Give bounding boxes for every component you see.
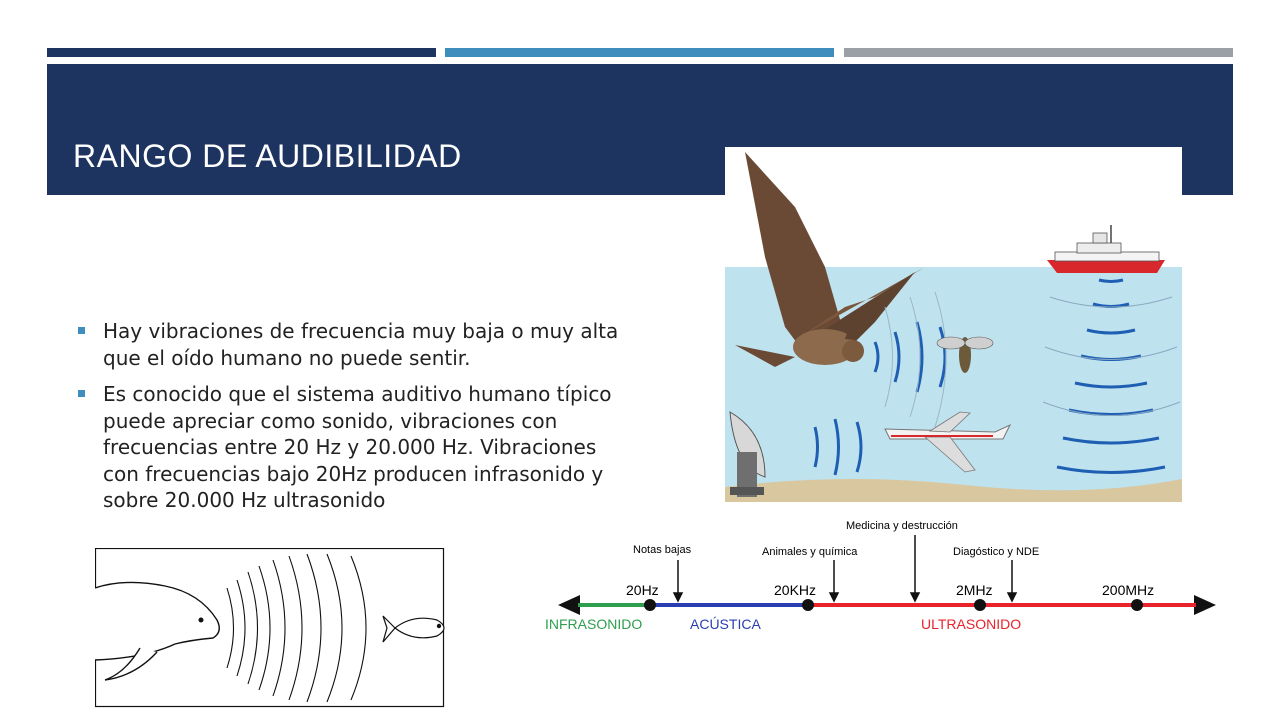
marker-dot: [974, 599, 986, 611]
band-label-acustica: ACÚSTICA: [690, 616, 761, 632]
dolphin-illustration: [95, 581, 220, 681]
band-label-ultrasonido: ULTRASONIDO: [921, 616, 1021, 632]
top-accent-bar-blue: [445, 48, 834, 57]
airplane-icon: [884, 411, 1012, 473]
top-accent-bar-gray: [844, 48, 1233, 57]
annotation-label: Animales y química: [762, 546, 858, 558]
sonar-illustration: [725, 147, 1182, 502]
bat-sonar-echo: [884, 291, 947, 428]
bat-illustration: [735, 152, 925, 367]
square-bullet-icon: [78, 327, 85, 334]
bullet-text: Hay vibraciones de frecuencia muy baja o…: [103, 319, 619, 370]
bullet-item: Es conocido que el sistema auditivo huma…: [78, 381, 638, 514]
bullet-list: Hay vibraciones de frecuencia muy baja o…: [78, 318, 638, 524]
annotation-label: Diagóstico y NDE: [953, 546, 1039, 558]
point-label: 2MHz: [956, 582, 993, 598]
bullet-text: Es conocido que el sistema auditivo huma…: [103, 382, 612, 512]
top-accent-bar-dark: [47, 48, 436, 57]
point-label: 20Hz: [626, 582, 659, 598]
marker-dot: [644, 599, 656, 611]
plane-sonar-waves: [813, 418, 863, 476]
point-label: 200MHz: [1102, 582, 1154, 598]
fish-icon: [382, 615, 445, 643]
dolphin-sonar-waves: [226, 553, 367, 703]
annotation-label: Medicina y destrucción: [846, 520, 958, 532]
radar-dish-icon: [729, 411, 766, 497]
marker-dot: [802, 599, 814, 611]
bat-sonar-waves: [873, 321, 947, 393]
slide-title: RANGO DE AUDIBILIDAD: [73, 138, 462, 174]
frequency-spectrum-diagram: 20Hz 20KHz 2MHz 200MHz Notas bajas Anima…: [545, 520, 1216, 632]
ship-icon: [1047, 225, 1165, 273]
ship-sonar-echo: [1042, 296, 1181, 416]
marker-dot: [1131, 599, 1143, 611]
point-label: 20KHz: [774, 582, 816, 598]
bullet-item: Hay vibraciones de frecuencia muy baja o…: [78, 318, 638, 371]
annotation-label: Notas bajas: [633, 544, 692, 556]
band-label-infrasonido: INFRASONIDO: [545, 616, 642, 632]
dolphin-echolocation-illustration: [95, 548, 445, 708]
square-bullet-icon: [78, 390, 85, 397]
insect-icon: [936, 336, 994, 373]
